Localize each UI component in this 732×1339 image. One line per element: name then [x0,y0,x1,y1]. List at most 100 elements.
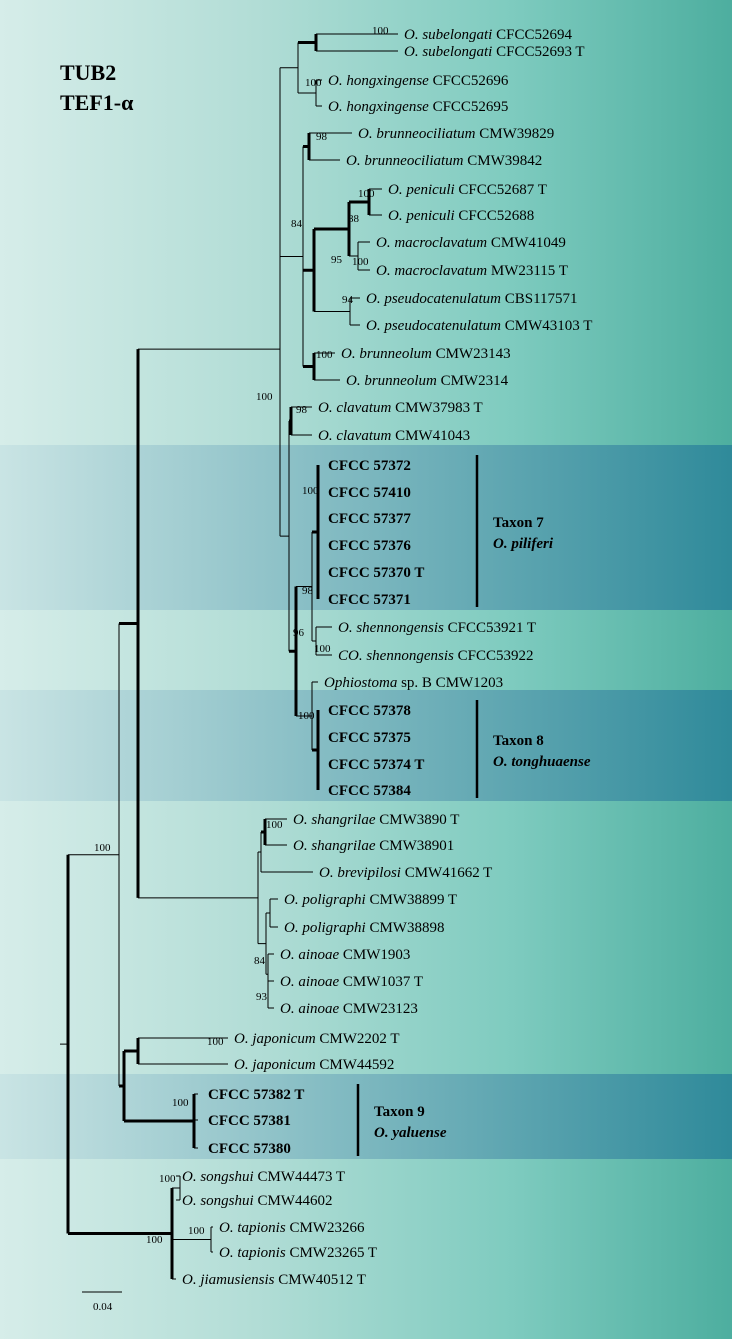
taxon-species: poligraphi [299,892,366,908]
bootstrap-value: 100 [358,188,375,200]
bootstrap-value: 98 [296,404,308,416]
bootstrap-value: 100 [266,819,283,831]
bootstrap-value: 100 [256,391,273,403]
bootstrap-value: 100 [94,842,111,854]
taxon-label: CFCC 57370 T [328,565,424,581]
taxon-genus: O. [234,1031,249,1047]
taxon-genus: O. [182,1272,197,1288]
taxon-species: japonicum [249,1057,316,1073]
taxon-label: O. hongxingense CFCC52695 [328,99,508,115]
taxon-species: japonicum [249,1031,316,1047]
clade-species-label: O. tonghuaense [493,754,591,770]
taxon-label: O. japonicum CMW44592 [234,1057,394,1073]
taxon-strain: CFCC53921 T [444,620,536,636]
taxon-species: jiamusiensis [197,1272,275,1288]
bootstrap-value: 84 [254,955,266,967]
taxon-label: O. ainoae CMW23123 [280,1001,418,1017]
taxon-label: CFCC 57380 [208,1141,291,1157]
taxon-label: O. ainoae CMW1903 [280,947,410,963]
taxon-genus: O. [293,838,308,854]
taxon-species: subelongati [419,27,493,43]
taxon-species: pseudocatenulatum [381,291,502,307]
taxon-species: ainoae [295,1001,340,1017]
taxon-label: O. peniculi CFCC52687 T [388,182,547,198]
taxon-strain: CFCC 57381 [208,1113,291,1129]
taxon-genus: O. [219,1220,234,1236]
taxon-label: CFCC 57371 [328,592,411,608]
taxon-strain: MW23115 T [487,263,568,279]
taxon-label: O. peniculi CFCC52688 [388,208,534,224]
taxon-strain: CFCC 57375 [328,730,411,746]
taxon-species: poligraphi [299,920,366,936]
taxon-genus: O. [319,865,334,881]
taxon-label: O. shangrilae CMW3890 T [293,812,459,828]
bootstrap-value: 100 [188,1225,205,1237]
clade-band-1 [0,445,732,610]
taxon-strain: CMW38898 [366,920,445,936]
taxon-strain: CMW2202 T [316,1031,400,1047]
taxon-label: CFCC 57377 [328,511,411,527]
taxon-species: macroclavatum [391,263,488,279]
taxon-genus: O. [338,620,353,636]
title-line-1: TUB2 [60,60,116,85]
taxon-species: hongxingense [343,73,430,89]
taxon-label: CFCC 57381 [208,1113,291,1129]
taxon-strain: CMW39842 [464,153,543,169]
taxon-genus: O. [280,974,295,990]
taxon-strain: CMW41049 [487,235,566,251]
taxon-label: O. poligraphi CMW38899 T [284,892,457,908]
taxon-strain: CFCC52695 [429,99,509,115]
taxon-genus: CO. [338,648,363,664]
taxon-strain: CMW39829 [476,126,555,142]
taxon-species: brevipilosi [334,865,401,881]
taxon-genus: O. [341,346,356,362]
title-line-2: TEF1-α [60,90,134,115]
taxon-label: O. brunneociliatum CMW39829 [358,126,554,142]
taxon-strain: CMW44602 [254,1193,333,1209]
taxon-strain: CFCC52694 [492,27,572,43]
taxon-genus: O. [284,920,299,936]
taxon-label: O. ainoae CMW1037 T [280,974,423,990]
taxon-strain: CFCC52693 T [492,44,584,60]
taxon-label: O. brunneociliatum CMW39842 [346,153,542,169]
bootstrap-value: 93 [256,991,268,1003]
taxon-label: CFCC 57376 [328,538,411,554]
taxon-label: O. songshui CMW44602 [182,1193,332,1209]
taxon-strain: CMW1903 [339,947,410,963]
clade-species-label: O. yaluense [374,1125,447,1141]
taxon-genus: O. [366,318,381,334]
taxon-strain: CMW23265 T [286,1245,377,1261]
taxon-species: brunneociliatum [373,126,476,142]
clade-taxon-label: Taxon 9 [374,1104,425,1120]
taxon-genus: O. [280,1001,295,1017]
taxon-strain: CFCC 57371 [328,592,411,608]
bootstrap-value: 96 [293,627,305,639]
taxon-strain: CMW1037 T [339,974,423,990]
taxon-genus: O. [328,73,343,89]
taxon-genus: O. [346,373,361,389]
bootstrap-value: 100 [305,77,322,89]
taxon-strain: CBS117571 [501,291,578,307]
bootstrap-value: 95 [331,254,343,266]
taxon-genus: O. [318,400,333,416]
bootstrap-value: 98 [302,585,314,597]
taxon-label: O. shangrilae CMW38901 [293,838,454,854]
taxon-genus: O. [234,1057,249,1073]
taxon-strain: CFCC 57370 T [328,565,424,581]
taxon-label: CFCC 57378 [328,703,411,719]
taxon-label: O. clavatum CMW37983 T [318,400,483,416]
taxon-label: O. macroclavatum MW23115 T [376,263,568,279]
taxon-genus: O. [358,126,373,142]
taxon-label: CFCC 57384 [328,783,411,799]
taxon-species: ainoae [295,974,340,990]
taxon-label: O. songshui CMW44473 T [182,1169,345,1185]
taxon-strain: CFCC 57374 T [328,757,424,773]
bootstrap-value: 100 [298,710,315,722]
taxon-strain: CMW44592 [316,1057,395,1073]
bootstrap-value: 100 [372,25,389,37]
bootstrap-value: 100 [352,256,369,268]
taxon-label: Ophiostoma sp. B CMW1203 [324,675,503,691]
taxon-genus: O. [219,1245,234,1261]
taxon-species: shangrilae [308,812,376,828]
